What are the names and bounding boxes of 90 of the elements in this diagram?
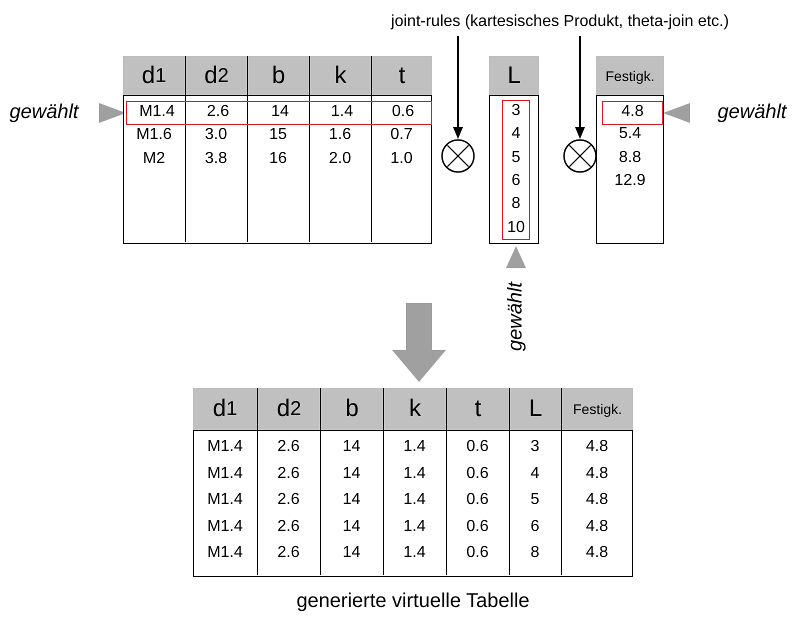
data-table — [193, 388, 633, 577]
table-cell-text: 1.4 — [402, 518, 427, 536]
table-cell-text: 1.4 — [330, 104, 354, 122]
table-cell-text: 0.6 — [465, 466, 490, 484]
table-cell-text: 2.6 — [276, 545, 301, 563]
column-header: b — [248, 56, 309, 96]
table-cell-text: 3.8 — [204, 151, 228, 169]
table-cell-text: 14 — [342, 439, 362, 457]
table-cell-text: 3 — [510, 103, 522, 121]
table-cell-text: M1.4 — [206, 466, 244, 484]
table-cell-text: 4 — [510, 126, 522, 144]
table-cell-text: 4.8 — [584, 492, 610, 510]
table-cell-text: 14 — [342, 492, 362, 510]
table-cell-text: 2.6 — [276, 492, 301, 510]
table-cell-text: 4 — [530, 466, 540, 484]
table-cell-text: 16 — [268, 151, 288, 169]
table-cell-text: 4.8 — [584, 439, 610, 457]
selection-frame — [502, 100, 530, 240]
table-cell-text: M1.6 — [135, 127, 173, 145]
table-cell-text: 1.4 — [402, 545, 427, 563]
table-cell-text: 4.8 — [620, 104, 645, 122]
column-header: Festigk. — [596, 56, 664, 96]
table-cell-text: M1.4 — [206, 518, 244, 536]
table-cell-text: 2.6 — [206, 104, 230, 122]
table-cell-text: 15 — [268, 127, 288, 145]
column-header: b — [321, 388, 383, 431]
selection-label: gewählt — [502, 272, 530, 362]
table-cell-text: 0.6 — [465, 492, 490, 510]
table-cell-text: 4.8 — [584, 518, 610, 536]
data-table — [596, 56, 664, 244]
table-cell-text: 0.6 — [465, 439, 490, 457]
table-cell-text: 5 — [530, 492, 540, 510]
table-cell-text: 4.8 — [584, 466, 610, 484]
table-cell-text: 2.6 — [276, 466, 301, 484]
pointer-arrow — [506, 246, 526, 268]
selection-frame — [126, 101, 432, 125]
table-cell-text: 8 — [510, 196, 522, 214]
table-cell-text: 6 — [510, 172, 522, 191]
table-cell-text: M1.4 — [206, 439, 244, 457]
column-header: L — [510, 388, 561, 431]
table-cell-text: 14 — [342, 466, 362, 484]
cross-product-symbol — [563, 139, 597, 173]
table-cell-text: 0.7 — [389, 127, 414, 145]
data-table — [489, 56, 539, 244]
column-header: k — [384, 388, 446, 431]
table-cell-text: 2.6 — [276, 518, 301, 536]
selection-frame — [602, 101, 663, 125]
table-cell-text: 3.0 — [204, 127, 228, 145]
table-cell-text: 1.4 — [402, 466, 427, 484]
table-cell-text: 14 — [270, 104, 290, 122]
block-arrow — [392, 303, 446, 382]
arrow — [453, 36, 463, 139]
table-cell-text: M1.4 — [138, 104, 176, 122]
table-cell-text: 2.6 — [276, 439, 301, 457]
table-cell-text: 1.0 — [389, 151, 414, 169]
table-cell-text: 0.6 — [465, 518, 490, 536]
table-cell-text: 0.6 — [390, 104, 416, 122]
table-cell-text: 8.8 — [618, 150, 642, 168]
column-header: k — [310, 56, 371, 96]
table-cell-text: 0.6 — [465, 545, 490, 563]
selection-label: gewählt — [4, 99, 84, 125]
table-cell-text: M2 — [142, 151, 166, 169]
pointer-arrow — [663, 103, 690, 123]
table-cell-text: 3 — [530, 439, 540, 457]
column-header: t — [447, 388, 509, 431]
table-cell-text: 8 — [530, 545, 540, 563]
caption: generierte virtuelle Tabelle — [295, 590, 531, 614]
table-cell-text: 1.4 — [402, 439, 427, 457]
selection-label: gewählt — [710, 99, 794, 125]
table-cell-text: 12.9 — [613, 172, 647, 191]
table-cell-text: M1.4 — [206, 545, 244, 563]
annotation-text: joint-rules (kartesisches Produkt, theta-join etc.) — [368, 8, 752, 36]
table-cell-text: 2.0 — [328, 151, 352, 169]
table-cell-text: 5.4 — [618, 126, 642, 144]
table-cell-text: 14 — [342, 518, 362, 536]
column-header: t — [372, 56, 432, 96]
cross-product-symbol — [441, 139, 475, 173]
table-cell-text: 5 — [510, 150, 522, 168]
data-table — [123, 56, 432, 244]
table-cell-text: 1.6 — [328, 127, 352, 145]
table-cell-text: 14 — [342, 545, 362, 563]
column-header: Festigk. — [562, 388, 633, 431]
table-cell-text: M1.4 — [206, 492, 244, 510]
arrow — [575, 36, 585, 139]
pointer-arrow — [99, 103, 126, 123]
table-cell-text: 4.8 — [584, 545, 610, 563]
table-cell-text: 1.4 — [402, 492, 427, 510]
table-cell-text: 6 — [530, 518, 540, 536]
table-cell-text: 10 — [506, 220, 526, 238]
column-header: L — [489, 56, 539, 96]
